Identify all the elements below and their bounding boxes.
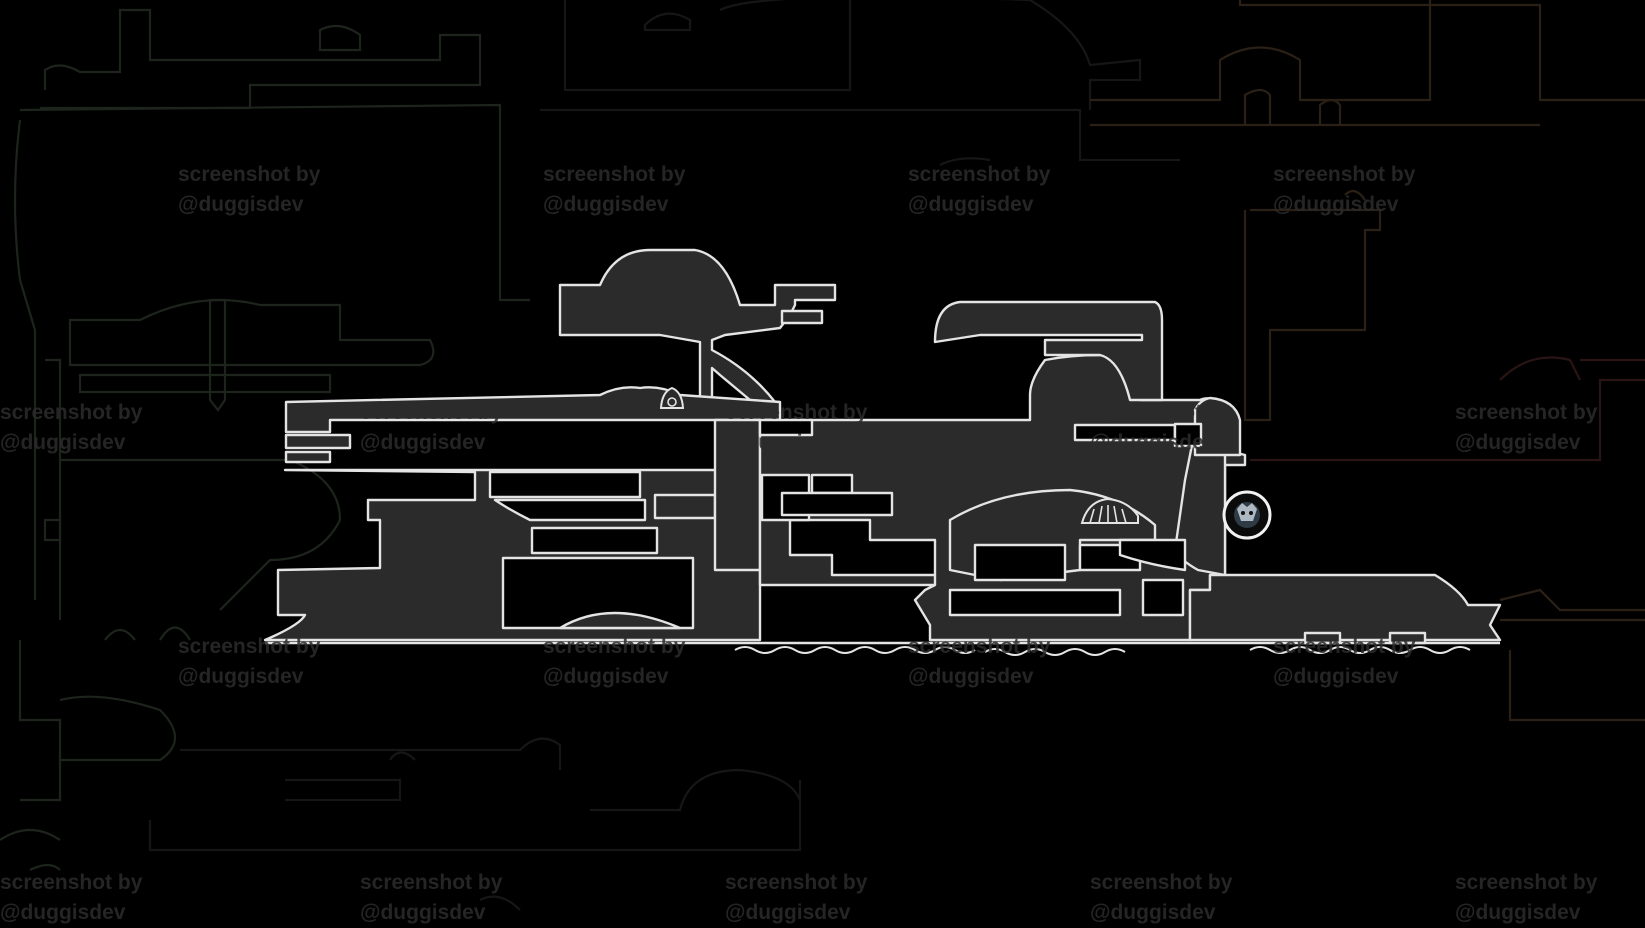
room-west-inner-block-1 (488, 470, 642, 499)
player-location-marker-icon[interactable] (1222, 490, 1272, 540)
bench-icon[interactable] (1080, 497, 1139, 524)
room-west-hall (713, 418, 762, 572)
corridor-left-third (284, 450, 332, 464)
room-upper-hill (558, 248, 837, 412)
room-central-inner-8 (948, 588, 1122, 617)
water-waves (734, 646, 1471, 656)
room-central-inner-7 (973, 543, 1067, 582)
room-northeast-box (1173, 422, 1203, 448)
room-northeast (933, 300, 1164, 402)
bell-shrine-icon[interactable] (659, 386, 685, 409)
dimmed-region-east (1250, 356, 1645, 462)
dimmed-region-south (148, 737, 802, 911)
room-west-inner-arch (558, 611, 682, 630)
dimmed-region-northeast (1090, 0, 1645, 422)
room-central-inner-10 (1118, 538, 1187, 572)
corridor-left-main (284, 386, 782, 434)
dimmed-region-southeast (1499, 588, 1645, 722)
room-west-pillar (653, 493, 717, 520)
room-west-inner-block-4 (530, 526, 659, 555)
room-northeast-tower (1193, 396, 1242, 457)
corridor-left-lower (284, 433, 352, 450)
dimmed-region-north (540, 0, 1180, 166)
room-east-corridor (1188, 573, 1502, 642)
active-region (263, 248, 1502, 645)
room-central-inner-4 (758, 418, 814, 437)
dimmed-region-southwest (0, 640, 176, 871)
room-east-small-1 (1303, 631, 1342, 645)
room-east-small-2 (1388, 631, 1427, 645)
room-west-inner-block-2 (493, 498, 647, 522)
room-central-inner-5 (1073, 423, 1177, 442)
room-central-inner-2 (810, 473, 854, 495)
room-upper-hill-ledge (780, 309, 824, 325)
room-central-inner-9 (1141, 578, 1185, 617)
room-central-inner-3 (780, 491, 894, 517)
